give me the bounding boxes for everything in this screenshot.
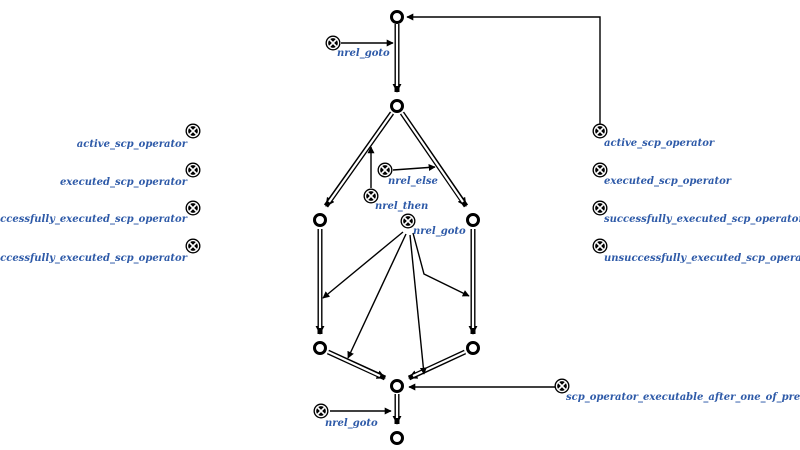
then-label: nrel_then <box>375 201 428 212</box>
active-operator-arc <box>406 13 601 124</box>
left-unsuccess-node[interactable] <box>185 238 201 254</box>
left-active-node[interactable] <box>185 123 201 139</box>
goto-mid-arc-4 <box>412 232 470 297</box>
right-unsuccess-node[interactable] <box>592 238 608 254</box>
goto-top-label: nrel_goto <box>337 48 390 59</box>
labels: nrel_goto active_scp_operator executed_s… <box>0 48 800 429</box>
goto-bottom-node[interactable] <box>313 403 329 419</box>
relation-nodes <box>185 35 608 419</box>
left-success-node[interactable] <box>185 200 201 216</box>
left-unsuccess-label: unsuccessfully_executed_scp_operator <box>0 253 188 264</box>
left-executed-node[interactable] <box>185 162 201 178</box>
goto-mid-label: nrel_goto <box>413 226 466 237</box>
executable-after-label: scp_operator_executable_after_one_of_pre… <box>566 392 800 403</box>
left-success-label: successfully_executed_scp_operator <box>0 214 188 225</box>
right-success-label: successfully_executed_scp_operator <box>604 214 800 225</box>
right-executed-node[interactable] <box>592 162 608 178</box>
goto-mid-node[interactable] <box>400 213 416 229</box>
else-label: nrel_else <box>388 176 438 187</box>
node-left-bottom[interactable] <box>313 341 327 355</box>
node-left[interactable] <box>313 213 327 227</box>
operator-nodes <box>313 10 480 445</box>
goto-mid-arc-1 <box>322 231 404 299</box>
node-end[interactable] <box>390 379 404 393</box>
else-node[interactable] <box>377 162 393 178</box>
goto-mid-arc-2 <box>347 233 407 359</box>
else-arc <box>392 163 436 171</box>
thin-arcs <box>322 13 601 415</box>
node-final[interactable] <box>390 431 404 445</box>
node-middle[interactable] <box>390 99 404 113</box>
right-executed-label: executed_scp_operator <box>604 176 732 187</box>
node-start[interactable] <box>390 10 404 24</box>
goto-bottom-label: nrel_goto <box>325 418 378 429</box>
right-success-node[interactable] <box>592 200 608 216</box>
node-right[interactable] <box>466 213 480 227</box>
left-executed-label: executed_scp_operator <box>60 177 188 188</box>
right-unsuccess-label: unsuccessfully_executed_scp_operator <box>604 253 800 264</box>
goto-mid-arc-3 <box>409 234 427 375</box>
right-active-node[interactable] <box>592 123 608 139</box>
right-active-label: active_scp_operator <box>604 138 715 149</box>
left-active-label: active_scp_operator <box>77 139 188 150</box>
double-arcs <box>315 24 478 425</box>
executable-after-node[interactable] <box>554 378 570 394</box>
goto-top-node[interactable] <box>325 35 341 51</box>
node-right-bottom[interactable] <box>466 341 480 355</box>
then-node[interactable] <box>363 188 379 204</box>
